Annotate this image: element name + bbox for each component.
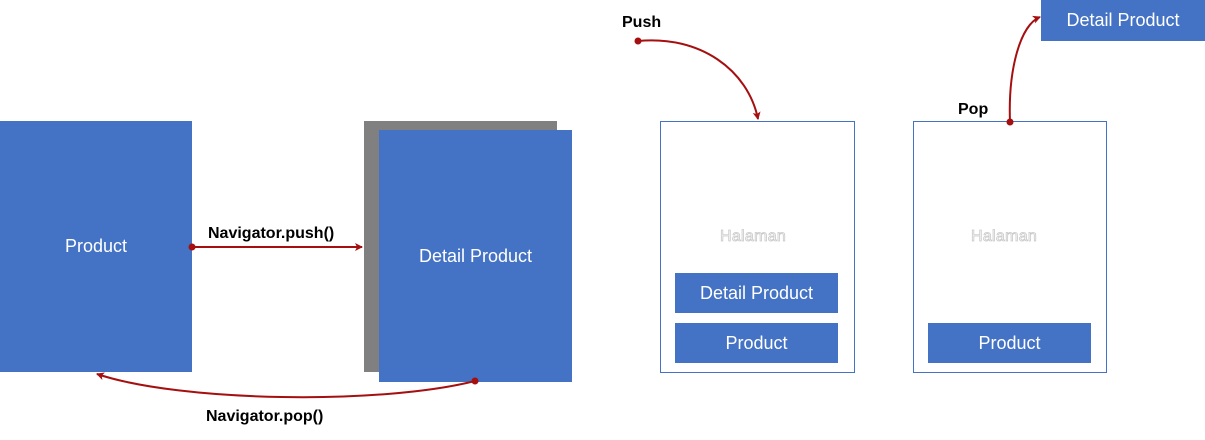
pop-stack-arrow [1008, 15, 1041, 123]
pop-stack-title: Halaman [971, 228, 1038, 246]
navigator-pop-label: Navigator.pop() [206, 408, 324, 425]
push-stack-arrow-start-dot [634, 37, 642, 45]
pop-stack-item-product: Product [928, 323, 1091, 363]
push-stack-item-label: Product [725, 332, 788, 353]
push-stack-item-product: Product [675, 323, 838, 363]
push-stack-arrow [637, 39, 761, 120]
push-arrow-start-dot [188, 243, 196, 251]
push-stack-item-detail-product: Detail Product [675, 273, 838, 313]
popped-item-detail-product: Detail Product [1041, 0, 1205, 41]
pop-arrow-start-dot [471, 377, 479, 385]
product-page-label: Product [64, 236, 128, 256]
push-label: Push [622, 14, 662, 31]
pop-stack-arrow-start-dot [1006, 118, 1014, 126]
detail-product-page-label: Detail Product [418, 245, 533, 266]
detail-product-page: Detail Product [379, 130, 572, 382]
product-page: Product [0, 121, 192, 372]
pop-stack-item-label: Product [978, 332, 1041, 353]
push-stack-item-label: Detail Product [699, 282, 814, 303]
push-stack-title: Halaman [720, 228, 787, 246]
pop-arrow [96, 372, 476, 399]
navigator-push-label: Navigator.push() [208, 225, 335, 242]
popped-item-label: Detail Product [1066, 10, 1180, 30]
pop-label: Pop [958, 101, 989, 118]
